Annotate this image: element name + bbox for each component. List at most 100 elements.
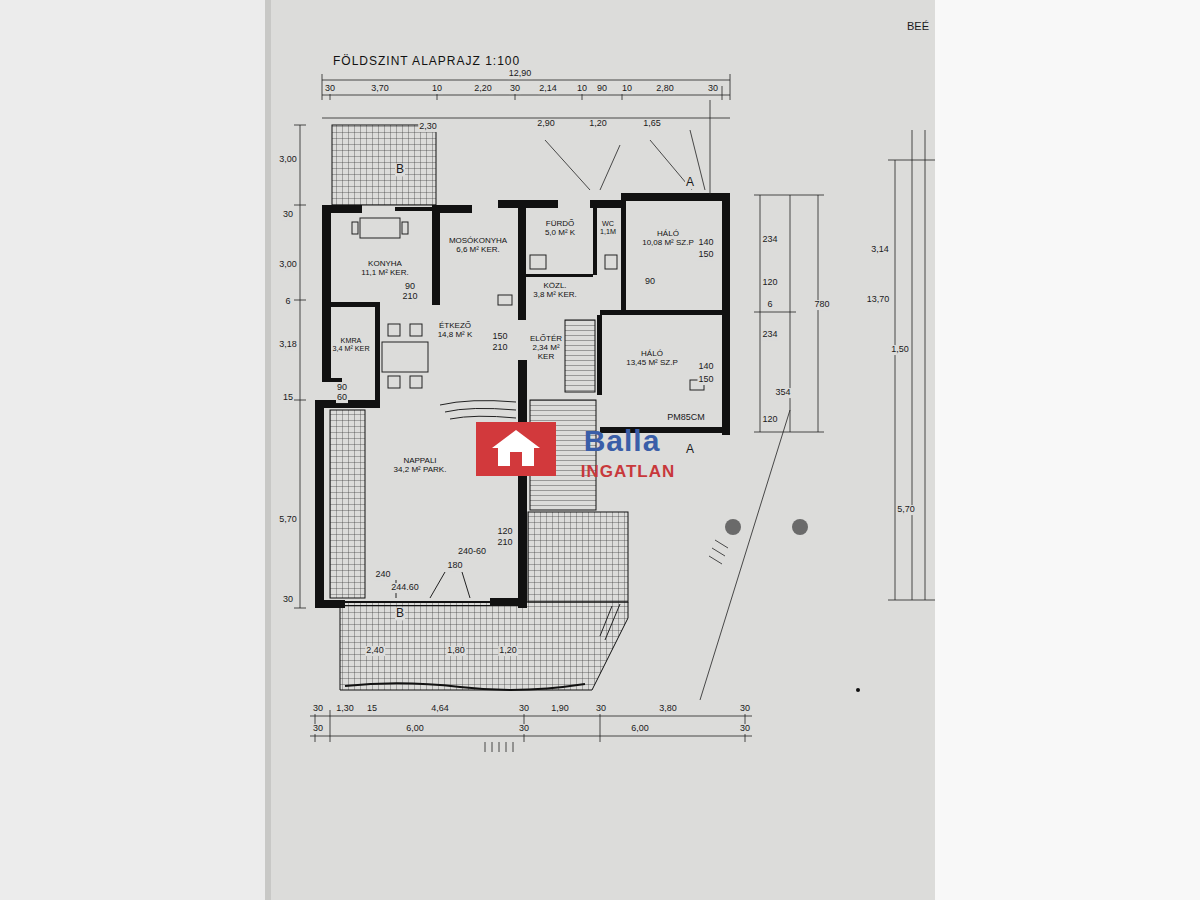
dimension-lines <box>888 130 935 600</box>
drawing-title: FÖLDSZINT ALAPRAJZ 1:100 <box>333 54 520 68</box>
dimension-text: 150 <box>697 250 714 260</box>
walls <box>621 193 626 313</box>
dimension-text: 3,70 <box>370 84 390 94</box>
dimension-lines <box>700 410 790 700</box>
dimension-text: 1,65 <box>642 119 662 129</box>
dimension-text: 10 <box>431 84 443 94</box>
dimension-text: BEÉ <box>906 20 930 32</box>
dimension-text: 2,14 <box>538 84 558 94</box>
section-marker: B <box>395 163 405 176</box>
walls <box>322 378 342 382</box>
walls <box>518 200 526 320</box>
walls <box>315 193 730 608</box>
room-label: ÉTKEZŐ14,8 M² K <box>437 321 474 339</box>
dimension-text: 120 <box>496 527 513 537</box>
room-label: FÜRDŐ5,0 M² K <box>544 219 577 237</box>
dimension-text: 1,50 <box>890 345 910 355</box>
dimension-text: 2,40 <box>365 646 385 656</box>
fixtures <box>600 604 620 640</box>
dimension-text: 90 <box>336 383 348 393</box>
dimension-text: 140 <box>697 362 714 372</box>
room-area: 3,8 M² KER. <box>532 290 578 299</box>
dimension-text: 90 <box>644 277 656 287</box>
walls <box>375 307 380 405</box>
dimension-lines <box>294 74 935 752</box>
dimension-text: 3,14 <box>870 245 890 255</box>
room-name: NAPPALI <box>393 456 448 465</box>
walls <box>315 405 324 608</box>
dimension-text: 1,90 <box>550 704 570 714</box>
dimension-lines <box>322 80 730 118</box>
fixtures <box>402 222 408 234</box>
logo-mark <box>510 452 522 466</box>
walls <box>597 315 602 395</box>
walls <box>526 274 593 277</box>
dimension-text: 2,90 <box>536 119 556 129</box>
logo-mark <box>476 422 556 476</box>
walls <box>322 205 331 380</box>
paper <box>265 0 271 900</box>
room-name: KONYHA <box>360 259 410 268</box>
dimension-text: 30 <box>282 210 294 220</box>
terrace-hatch <box>340 602 628 690</box>
dimension-text: 234 <box>761 235 778 245</box>
room-name: ÉTKEZŐ <box>437 321 474 330</box>
paper <box>0 0 265 900</box>
dimension-text: 30 <box>518 704 530 714</box>
room-label: HÁLÓ10,08 M² SZ.P <box>641 229 695 247</box>
dimension-text: 90 <box>404 282 416 292</box>
dimension-text: PM85CM <box>666 413 706 423</box>
room-name: FÜRDŐ <box>544 219 577 228</box>
dimension-text: 2,80 <box>655 84 675 94</box>
room-label: KÖZL.3,8 M² KER. <box>532 281 578 299</box>
room-area: 2,34 M² KER <box>528 343 564 361</box>
fixtures <box>530 255 546 269</box>
dimension-text: 15 <box>282 393 294 403</box>
terrace-hatch <box>330 410 365 598</box>
fixtures <box>410 376 422 388</box>
punch-holes <box>725 519 860 692</box>
dimension-text: 244.60 <box>390 583 420 593</box>
walls <box>330 302 380 307</box>
dimension-text: 240 <box>374 570 391 580</box>
dimension-text: 30 <box>739 704 751 714</box>
dimension-text: 13,70 <box>866 295 891 305</box>
room-name: ELŐTÉR <box>528 334 564 343</box>
room-label: MOSÓKONYHA6,6 M² KER. <box>448 236 509 254</box>
dimension-text: 354 <box>774 388 791 398</box>
room-area: 5,0 M² K <box>544 228 577 237</box>
dimension-text: 6 <box>766 300 773 310</box>
paper <box>935 0 1200 900</box>
room-label: NAPPALI34,2 M² PARK. <box>393 456 448 474</box>
dimension-text: 6,00 <box>630 724 650 734</box>
walls <box>518 360 527 608</box>
dimension-text: 10 <box>621 84 633 94</box>
fixtures <box>382 342 428 372</box>
walls <box>432 205 440 305</box>
fixtures <box>498 295 512 305</box>
dimension-text: 780 <box>813 300 830 310</box>
walls <box>622 193 730 201</box>
room-label: KMRA3,4 M² KER <box>331 337 371 354</box>
dimension-lines <box>294 125 306 608</box>
dimension-text: 30 <box>312 724 324 734</box>
fixtures <box>352 218 704 640</box>
room-area: 10,08 M² SZ.P <box>641 238 695 247</box>
dimension-text: 6 <box>284 297 291 307</box>
logo-mark <box>476 422 556 476</box>
punch-holes <box>792 519 808 535</box>
room-name: HÁLÓ <box>641 229 695 238</box>
walls <box>345 605 490 606</box>
dimension-text: 30 <box>518 724 530 734</box>
dimension-text: 15 <box>366 704 378 714</box>
watermark-text: INGATLAN <box>580 463 677 482</box>
dimension-text: 2,20 <box>473 84 493 94</box>
room-area: 34,2 M² PARK. <box>393 465 448 474</box>
section-marker: A <box>685 443 695 456</box>
dimension-text: 3,00 <box>278 155 298 165</box>
room-area: 13,45 M² SZ.P <box>625 358 679 367</box>
fixtures <box>440 401 516 419</box>
dimension-text: 30 <box>324 84 336 94</box>
dimension-text: 240-60 <box>457 547 487 557</box>
